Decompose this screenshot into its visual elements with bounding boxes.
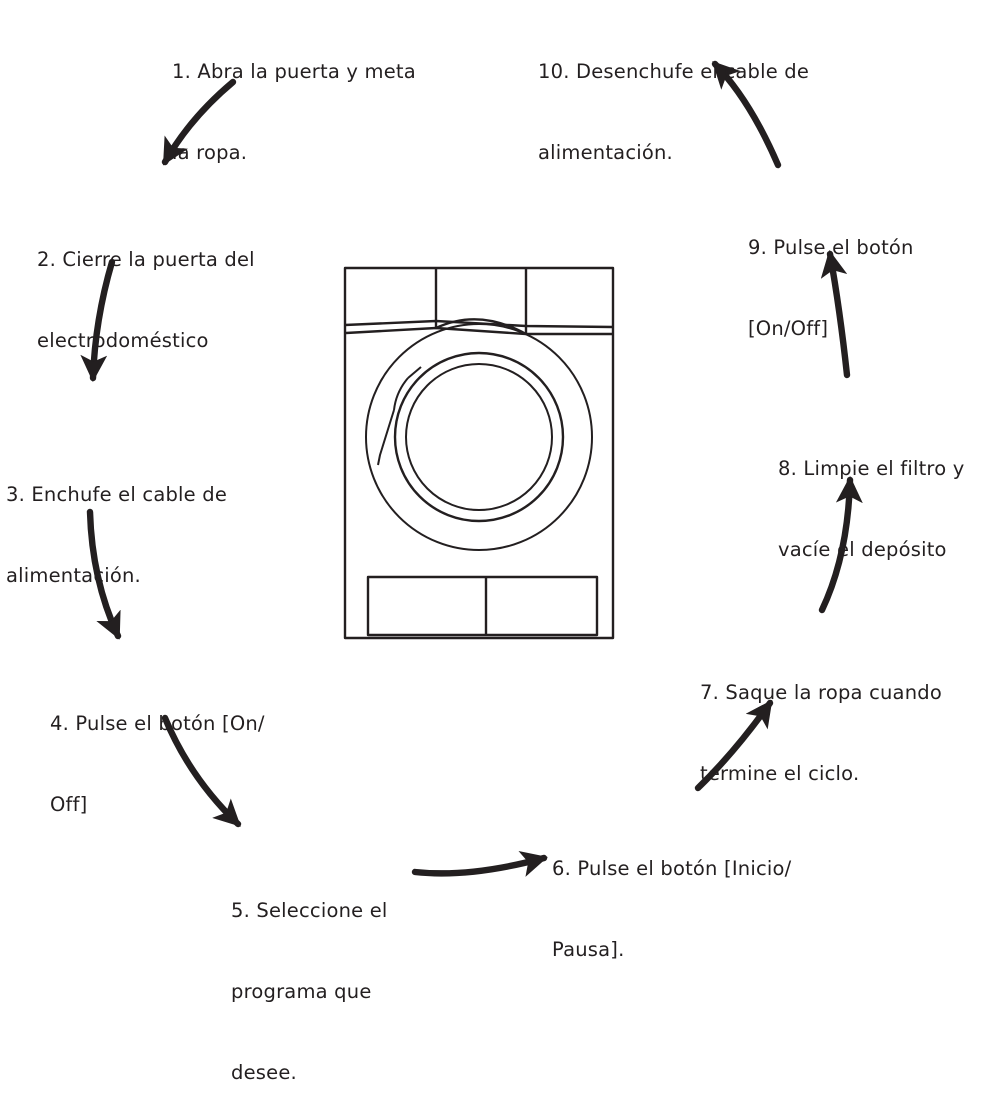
step-1-line-2: la ropa. xyxy=(172,141,248,164)
step-9-line-1: 9. Pulse el botón xyxy=(748,236,914,259)
step-5-line-2: programa que xyxy=(231,980,372,1003)
step-10-label: 10. Desenchufe el cable de alimentación. xyxy=(538,4,809,193)
step-5-line-1: 5. Seleccione el xyxy=(231,899,388,922)
step-8-label: 8. Limpie el filtro y vacíe el depósito xyxy=(778,401,965,590)
step-1-line-1: 1. Abra la puerta y meta xyxy=(172,60,416,83)
step-4-line-2: Off] xyxy=(50,793,88,816)
step-8-line-2: vacíe el depósito xyxy=(778,538,947,561)
step-9-line-2: [On/Off] xyxy=(748,317,829,340)
step-3-label: 3. Enchufe el cable de alimentación. xyxy=(6,427,227,616)
step-10-line-2: alimentación. xyxy=(538,141,673,164)
arrow-5-to-6-icon xyxy=(411,850,548,877)
arrow-4-to-5-icon xyxy=(161,714,242,828)
arrow-2-to-3-icon xyxy=(80,258,116,383)
step-4-label: 4. Pulse el botón [On/ Off] xyxy=(50,656,265,845)
step-10-line-1: 10. Desenchufe el cable de xyxy=(538,60,810,83)
cycle-arrows xyxy=(80,60,863,877)
arrow-8-to-9-icon xyxy=(820,250,851,379)
step-6-label: 6. Pulse el botón [Inicio/ Pausa]. xyxy=(552,801,791,990)
arrow-9-to-10-icon xyxy=(711,60,782,169)
step-4-line-1: 4. Pulse el botón [On/ xyxy=(50,712,265,735)
step-3-line-1: 3. Enchufe el cable de xyxy=(6,483,228,506)
arrow-3-to-4-icon xyxy=(86,508,122,640)
step-9-label: 9. Pulse el botón [On/Off] xyxy=(748,180,914,369)
step-5-line-3: desee. xyxy=(231,1061,297,1084)
step-6-line-1: 6. Pulse el botón [Inicio/ xyxy=(552,857,792,880)
dryer-cycle-diagram xyxy=(80,60,863,877)
step-7-line-1: 7. Saque la ropa cuando xyxy=(700,681,942,704)
step-6-line-2: Pausa]. xyxy=(552,938,625,961)
arrow-7-to-8-icon xyxy=(818,475,863,614)
step-1-label: 1. Abra la puerta y meta la ropa. xyxy=(172,4,416,193)
washing-machine-icon xyxy=(343,266,615,640)
step-3-line-2: alimentación. xyxy=(6,564,141,587)
step-8-line-1: 8. Limpie el filtro y xyxy=(778,457,965,480)
step-2-line-1: 2. Cierre la puerta del xyxy=(37,248,255,271)
arrow-6-to-7-icon xyxy=(694,699,774,792)
arrow-1-to-2-icon xyxy=(161,78,237,166)
step-2-line-2: electrodoméstico xyxy=(37,329,209,352)
step-7-label: 7. Saque la ropa cuando termine el ciclo… xyxy=(700,625,942,814)
step-7-line-2: termine el ciclo. xyxy=(700,762,860,785)
step-5-label: 5. Seleccione el programa que desee. xyxy=(231,843,388,1113)
step-2-label: 2. Cierre la puerta del electrodoméstico xyxy=(37,192,255,381)
